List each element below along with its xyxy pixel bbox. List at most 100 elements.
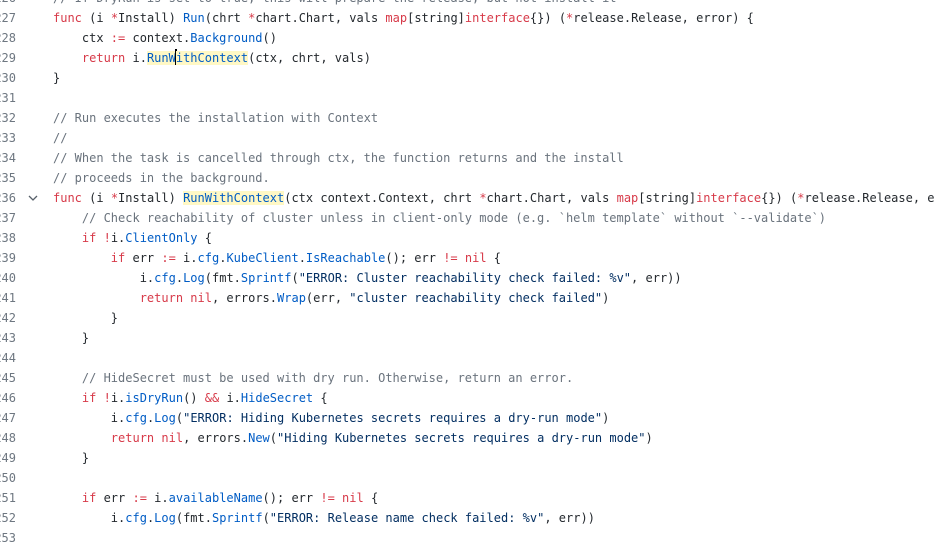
code-token: != bbox=[443, 251, 458, 265]
code-text: } bbox=[53, 448, 89, 468]
code-token: . bbox=[175, 271, 184, 285]
code-token: , errors. bbox=[211, 291, 278, 305]
code-line[interactable]: 237 // Check reachability of cluster unl… bbox=[0, 208, 936, 228]
code-token: ) bbox=[645, 431, 653, 445]
code-token: i. bbox=[125, 51, 147, 65]
code-line[interactable]: 235// proceeds in the background. bbox=[0, 168, 936, 188]
line-number: 226 bbox=[0, 0, 16, 8]
code-token: ! bbox=[103, 391, 111, 405]
code-line[interactable]: 242 } bbox=[0, 308, 936, 328]
code-token: // proceeds in the background. bbox=[53, 171, 270, 185]
code-token: Run bbox=[183, 11, 205, 25]
code-token: isDryRun bbox=[125, 391, 184, 405]
code-token: RunW bbox=[146, 51, 176, 65]
code-token: // Check reachability of cluster unless … bbox=[53, 211, 827, 225]
code-token: context. bbox=[125, 31, 191, 45]
code-token: map bbox=[616, 191, 639, 205]
code-token: release.Release, err bbox=[804, 191, 936, 205]
code-line[interactable]: 234// When the task is cancelled through… bbox=[0, 148, 936, 168]
code-token: (i bbox=[81, 191, 111, 205]
code-token: * bbox=[110, 11, 119, 25]
code-token: Sprintf bbox=[240, 271, 292, 285]
code-line[interactable]: 226 // If DryRun is set to true, this wil… bbox=[0, 0, 936, 8]
code-line[interactable]: 253 bbox=[0, 528, 936, 548]
code-token: err bbox=[125, 251, 162, 265]
line-number: 249 bbox=[0, 451, 16, 465]
code-text: if err := i.cfg.KubeClient.IsReachable()… bbox=[53, 248, 501, 268]
code-token: ( bbox=[175, 411, 184, 425]
code-token bbox=[458, 251, 465, 265]
code-token: ctx bbox=[53, 31, 111, 45]
code-token: ClientOnly bbox=[125, 231, 198, 245]
code-line[interactable]: 251 if err := i.availableName(); err != … bbox=[0, 488, 936, 508]
line-number: 245 bbox=[0, 371, 16, 385]
code-line[interactable]: 228 ctx := context.Background() bbox=[0, 28, 936, 48]
code-token: nil bbox=[190, 291, 212, 305]
code-line[interactable]: 241 return nil, errors.Wrap(err, "cluste… bbox=[0, 288, 936, 308]
code-token: ithContext bbox=[175, 51, 249, 65]
line-number: 230 bbox=[0, 71, 16, 85]
code-line[interactable]: 232// Run executes the installation with… bbox=[0, 108, 936, 128]
code-text: func (i *Install) Run(chrt *chart.Chart,… bbox=[53, 8, 754, 28]
code-line[interactable]: 245 // HideSecret must be used with dry … bbox=[0, 368, 936, 388]
code-token: // When the task is cancelled through ct… bbox=[53, 151, 624, 165]
code-token: () bbox=[183, 391, 205, 405]
code-token: Install) bbox=[118, 191, 184, 205]
code-token bbox=[53, 391, 82, 405]
code-token: {}) ( bbox=[529, 11, 567, 25]
line-number: 236 bbox=[0, 191, 16, 205]
code-line[interactable]: 238 if !i.ClientOnly { bbox=[0, 228, 936, 248]
fold-chevron-down-icon[interactable] bbox=[27, 188, 39, 208]
code-line[interactable]: 248 return nil, errors.New("Hiding Kuber… bbox=[0, 428, 936, 448]
code-token: func bbox=[53, 191, 82, 205]
code-token: func bbox=[53, 11, 82, 25]
code-line[interactable]: 250 bbox=[0, 468, 936, 488]
code-token: { bbox=[363, 491, 379, 505]
code-line[interactable]: 239 if err := i.cfg.KubeClient.IsReachab… bbox=[0, 248, 936, 268]
code-token: . bbox=[146, 411, 155, 425]
code-token: cfg bbox=[154, 271, 176, 285]
line-number: 248 bbox=[0, 431, 16, 445]
code-line[interactable]: 229 return i.RunWithContext(ctx, chrt, v… bbox=[0, 48, 936, 68]
code-line[interactable]: 243 } bbox=[0, 328, 936, 348]
code-token: (fmt. bbox=[204, 271, 241, 285]
code-text: // When the task is cancelled through ct… bbox=[53, 148, 624, 168]
code-token: interface bbox=[696, 191, 762, 205]
code-token: ( bbox=[269, 431, 278, 445]
code-text: } bbox=[53, 68, 60, 88]
code-line[interactable]: 247 i.cfg.Log("ERROR: Hiding Kubernetes … bbox=[0, 408, 936, 428]
code-token: ( bbox=[262, 511, 270, 525]
code-text: return nil, errors.New("Hiding Kubernete… bbox=[53, 428, 653, 448]
code-token: if bbox=[81, 231, 97, 245]
code-token: ) bbox=[602, 291, 610, 305]
code-text: // If DryRun is set to true, this will p… bbox=[53, 0, 617, 8]
line-number: 239 bbox=[0, 251, 16, 265]
code-token: Log bbox=[154, 411, 176, 425]
code-line[interactable]: 249 } bbox=[0, 448, 936, 468]
code-text: } bbox=[53, 328, 89, 348]
code-token: "ERROR: Release name check failed: %v" bbox=[269, 511, 545, 525]
code-text: // Run executes the installation with Co… bbox=[53, 108, 378, 128]
code-token: { bbox=[313, 391, 328, 405]
code-line[interactable]: 246 if !i.isDryRun() && i.HideSecret { bbox=[0, 388, 936, 408]
code-line[interactable]: 230} bbox=[0, 68, 936, 88]
code-token: (err, bbox=[305, 291, 350, 305]
code-line[interactable]: 233// bbox=[0, 128, 936, 148]
code-token: if bbox=[81, 391, 97, 405]
code-token: ! bbox=[103, 231, 111, 245]
code-text: } bbox=[53, 308, 118, 328]
code-token: cfg bbox=[125, 511, 147, 525]
code-line[interactable]: 240 i.cfg.Log(fmt.Sprintf("ERROR: Cluste… bbox=[0, 268, 936, 288]
code-token: release.Release, error) { bbox=[573, 11, 754, 25]
code-text: if err := i.availableName(); err != nil … bbox=[53, 488, 378, 508]
code-line[interactable]: 227func (i *Install) Run(chrt *chart.Cha… bbox=[0, 8, 936, 28]
code-line[interactable]: 231 bbox=[0, 88, 936, 108]
code-token: if bbox=[110, 251, 126, 265]
code-token: RunWithContext bbox=[183, 191, 285, 205]
code-line[interactable]: 252 i.cfg.Log(fmt.Sprintf("ERROR: Releas… bbox=[0, 508, 936, 528]
code-text: return i.RunWithContext(ctx, chrt, vals) bbox=[53, 48, 371, 68]
code-line[interactable]: 244 bbox=[0, 348, 936, 368]
line-number: 238 bbox=[0, 231, 16, 245]
code-line[interactable]: 236func (i *Install) RunWithContext(ctx … bbox=[0, 188, 936, 208]
